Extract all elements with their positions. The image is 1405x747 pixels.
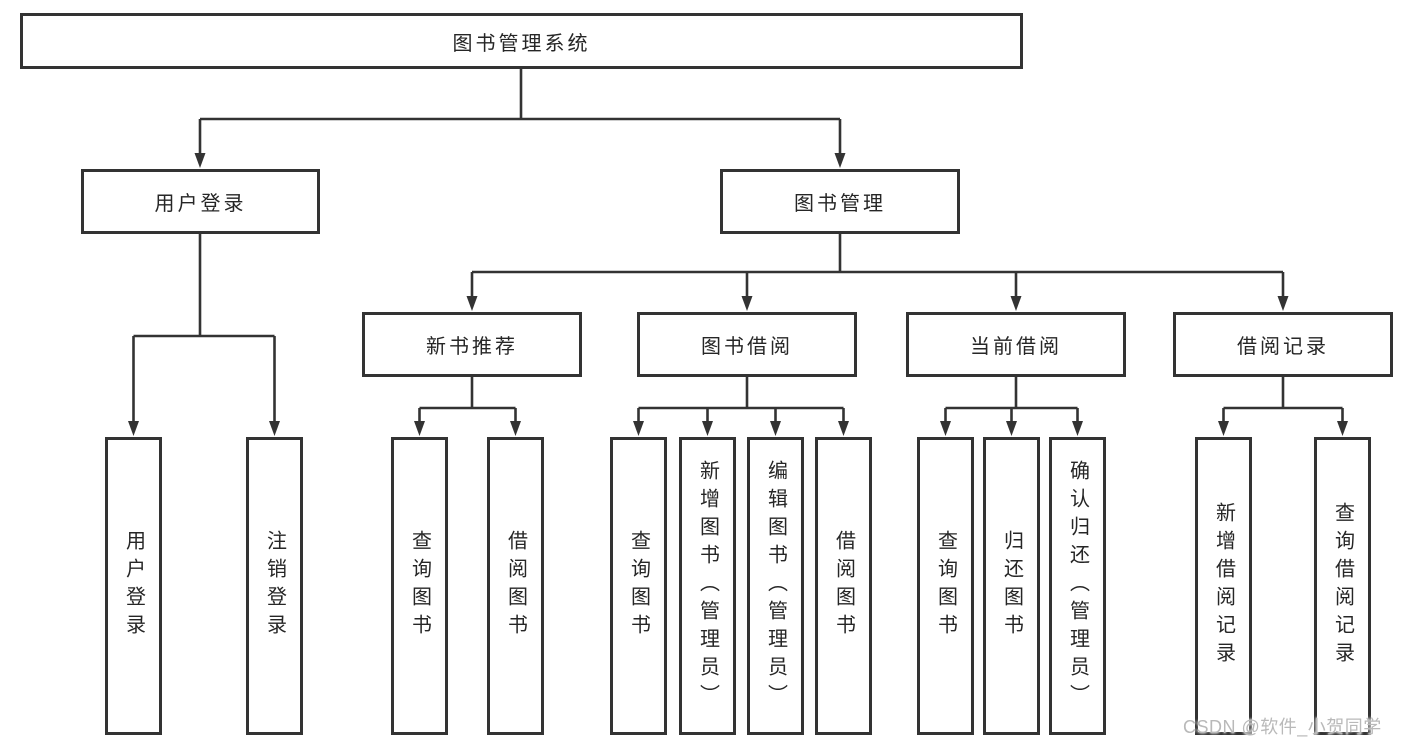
leaf-logout-label: 注销登录	[263, 530, 286, 642]
leaf-query-books-current-label: 查询图书	[934, 530, 957, 642]
leaf-borrow-books-label: 借阅图书	[832, 530, 855, 642]
leaf-add-borrow-record-label: 新增借阅记录	[1212, 502, 1235, 670]
leaf-confirm-return-admin: 确认归还（管理员）	[1049, 437, 1106, 735]
watermark: CSDN @软件_小贺同学	[1183, 717, 1382, 737]
leaf-query-books-current: 查询图书	[917, 437, 974, 735]
leaf-confirm-return-admin-label: 确认归还（管理员）	[1066, 460, 1089, 712]
leaf-edit-books-admin-label: 编辑图书（管理员）	[764, 460, 787, 712]
leaf-return-books: 归还图书	[983, 437, 1040, 735]
node-new-book-recommend: 新书推荐	[362, 312, 582, 377]
node-root-label: 图书管理系统	[452, 32, 591, 55]
node-book-borrow: 图书借阅	[637, 312, 857, 377]
node-user-login: 用户登录	[81, 169, 320, 234]
leaf-user-login: 用户登录	[105, 437, 162, 735]
leaf-return-books-label: 归还图书	[1000, 530, 1023, 642]
node-book-management-label: 图书管理	[794, 193, 886, 215]
node-new-book-recommend-label: 新书推荐	[426, 336, 518, 358]
leaf-borrow-books-recommend: 借阅图书	[487, 437, 544, 735]
node-book-management: 图书管理	[720, 169, 960, 234]
node-current-borrow-label: 当前借阅	[970, 336, 1062, 358]
leaf-query-borrow-record-label: 查询借阅记录	[1331, 502, 1354, 670]
tree-connectors	[128, 69, 1348, 436]
leaf-borrow-books-recommend-label: 借阅图书	[504, 530, 527, 642]
node-borrow-records-label: 借阅记录	[1237, 336, 1329, 358]
leaf-user-login-label: 用户登录	[122, 530, 145, 642]
leaf-edit-books-admin: 编辑图书（管理员）	[747, 437, 804, 735]
leaf-borrow-books: 借阅图书	[815, 437, 872, 735]
node-borrow-records: 借阅记录	[1173, 312, 1393, 377]
leaf-query-books-recommend-label: 查询图书	[408, 530, 431, 642]
node-user-login-label: 用户登录	[154, 193, 247, 215]
leaf-query-books-borrow-label: 查询图书	[627, 530, 650, 642]
leaf-query-borrow-record: 查询借阅记录	[1314, 437, 1371, 735]
leaf-query-books-recommend: 查询图书	[391, 437, 448, 735]
leaf-logout: 注销登录	[246, 437, 303, 735]
node-book-borrow-label: 图书借阅	[701, 336, 793, 358]
leaf-add-books-admin-label: 新增图书（管理员）	[696, 460, 719, 712]
node-current-borrow: 当前借阅	[906, 312, 1126, 377]
leaf-add-borrow-record: 新增借阅记录	[1195, 437, 1252, 735]
leaf-query-books-borrow: 查询图书	[610, 437, 667, 735]
node-root: 图书管理系统	[20, 13, 1023, 69]
leaf-add-books-admin: 新增图书（管理员）	[679, 437, 736, 735]
